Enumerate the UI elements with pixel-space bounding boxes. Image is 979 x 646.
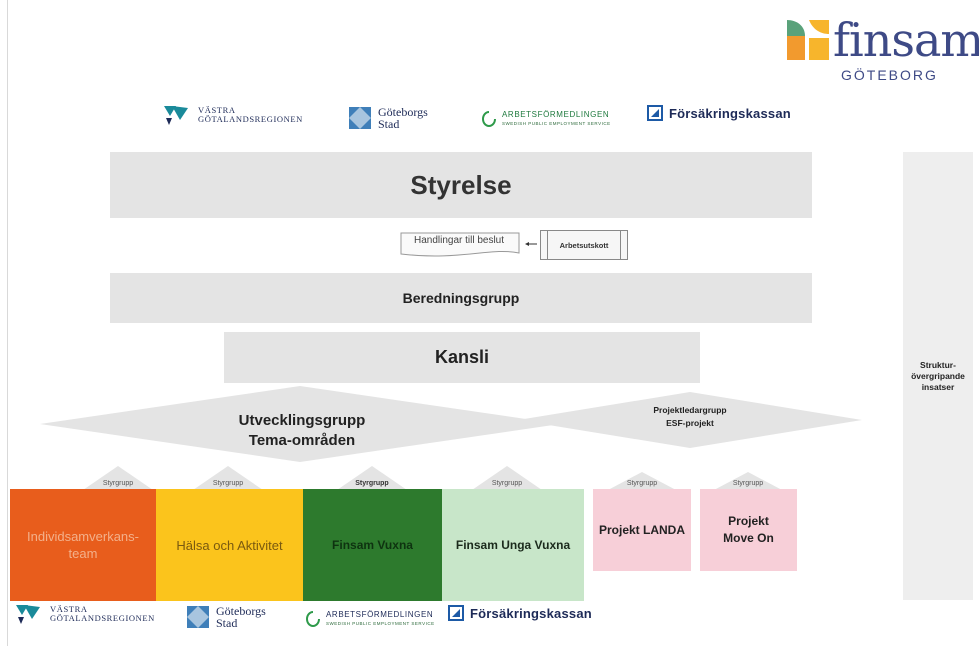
- fk-logo-top: Försäkringskassan: [647, 105, 791, 121]
- af-line1: ARBETSFÖRMEDLINGEN: [326, 610, 434, 619]
- vgr-line2: GÖTALANDSREGIONEN: [50, 613, 155, 623]
- handlingar-doc: Handlingar till beslut: [400, 232, 522, 257]
- styrelse-label: Styrelse: [410, 169, 512, 200]
- styrgrupp-tag-3: Styrgrupp: [355, 480, 389, 487]
- brand-subtitle: GÖTEBORG: [841, 67, 938, 83]
- group-finsam-unga-vuxna: Finsam Unga Vuxna: [442, 489, 584, 601]
- styrgrupp-tag-2: Styrgrupp: [212, 480, 244, 487]
- vgr-line1: VÄSTRA: [50, 604, 88, 614]
- side-line2: övergripande: [911, 370, 965, 381]
- fk-name: Försäkringskassan: [669, 105, 791, 121]
- group-5-line1: Projekt LANDA: [598, 522, 685, 537]
- utvecklingsgrupp-line1: Utvecklingsgrupp: [238, 412, 366, 429]
- utvecklingsgrupp-diamond: [40, 386, 560, 462]
- styrgrupp-tag-5: Styrgrupp: [626, 480, 658, 487]
- triangle-2: [193, 466, 263, 490]
- diamond-shapes: [40, 386, 862, 490]
- triangle-6: [714, 472, 782, 490]
- styrgrupp-tag-6: Styrgrupp: [732, 480, 764, 487]
- arbetsutskott-label: Arbetsutskott: [559, 240, 609, 250]
- goteborg-icon: [349, 107, 371, 129]
- af-line2: SWEDISH PUBLIC EMPLOYMENT SERVICE: [502, 121, 611, 126]
- styrgrupp-tag-1: Styrgrupp: [102, 480, 134, 487]
- goteborg-line2: Stad: [378, 117, 400, 131]
- af-icon: [482, 111, 496, 127]
- vgr-logo-top: VÄSTRA GÖTALANDSREGIONEN: [162, 104, 303, 126]
- handlingar-label: Handlingar till beslut: [413, 235, 505, 246]
- beredningsgrupp-band: Beredningsgrupp: [110, 273, 812, 323]
- fk-name: Försäkringskassan: [470, 605, 592, 621]
- left-rule: [7, 0, 8, 646]
- vgr-line1: VÄSTRA: [198, 105, 236, 115]
- group-1-line2: team: [68, 546, 98, 561]
- group-1-line1: Individsamverkans-: [27, 529, 139, 544]
- af-line2: SWEDISH PUBLIC EMPLOYMENT SERVICE: [326, 621, 435, 626]
- document-shape-icon: [400, 232, 520, 257]
- fk-icon: [448, 605, 464, 621]
- kansli-band: Kansli: [224, 332, 700, 383]
- group-projekt-landa: Projekt LANDA: [593, 489, 691, 571]
- goteborg-logo-bottom: Göteborgs Stad: [186, 605, 266, 629]
- vgr-icon: [16, 605, 40, 624]
- group-individsamverkansteam: Individsamverkans- team: [10, 489, 156, 601]
- vgr-line2: GÖTALANDSREGIONEN: [198, 114, 303, 124]
- utvecklingsgrupp-label: Utvecklingsgrupp Tema-områden: [182, 411, 422, 451]
- vgr-logo-bottom: VÄSTRA GÖTALANDSREGIONEN: [14, 603, 155, 625]
- side-line3: insatser: [921, 381, 955, 392]
- fk-logo-bottom: Försäkringskassan: [448, 605, 592, 621]
- projektledargrupp-label: Projektledargrupp ESF-projekt: [600, 404, 780, 430]
- side-line1: Struktur-: [920, 359, 956, 370]
- finsam-leaf-icon: [787, 20, 829, 60]
- arbetsutskott-box: Arbetsutskott: [540, 230, 628, 260]
- kansli-label: Kansli: [434, 347, 490, 367]
- triangle-1: [83, 466, 153, 490]
- group-finsam-vuxna: Finsam Vuxna: [303, 489, 442, 601]
- goteborg-line1: Göteborgs: [378, 105, 428, 119]
- styrgrupp-tag-4: Styrgrupp: [491, 480, 523, 487]
- triangle-4: [472, 466, 542, 490]
- projektledargrupp-line1: Projektledargrupp: [653, 405, 727, 415]
- group-6-line1: Projekt: [728, 514, 769, 528]
- triangle-5: [608, 472, 676, 490]
- af-icon: [306, 611, 320, 627]
- projektledargrupp-line2: ESF-projekt: [666, 418, 714, 428]
- goteborg-line1: Göteborgs: [216, 604, 266, 618]
- af-logo-bottom: ARBETSFÖRMEDLINGEN SWEDISH PUBLIC EMPLOYM…: [306, 610, 435, 628]
- group-4-line1: Finsam Unga Vuxna: [455, 537, 571, 552]
- goteborg-logo-top: Göteborgs Stad: [348, 106, 428, 130]
- af-logo-top: ARBETSFÖRMEDLINGEN SWEDISH PUBLIC EMPLOYM…: [482, 110, 611, 128]
- group-projekt-move-on: Projekt Move On: [700, 489, 797, 571]
- projektledargrupp-diamond: [518, 392, 862, 448]
- styrelse-band: Styrelse: [110, 152, 812, 218]
- af-line1: ARBETSFÖRMEDLINGEN: [502, 110, 610, 119]
- group-halsa-och-aktivitet: Hälsa och Aktivitet: [156, 489, 303, 601]
- arrow-left-icon: [525, 242, 537, 246]
- goteborg-line2: Stad: [216, 616, 238, 630]
- beredningsgrupp-label: Beredningsgrupp: [402, 290, 520, 306]
- strukturovergripande-column: Struktur- övergripande insatser: [903, 152, 973, 600]
- goteborg-icon: [187, 606, 209, 628]
- utvecklingsgrupp-line2: Tema-områden: [248, 432, 356, 449]
- finsam-logo: finsam GÖTEBORG: [783, 12, 979, 84]
- group-3-line1: Finsam Vuxna: [332, 537, 413, 552]
- triangle-3: [337, 466, 407, 490]
- group-6-line2: Move On: [723, 531, 774, 545]
- group-2-line1: Hälsa och Aktivitet: [176, 537, 283, 553]
- fk-icon: [647, 105, 663, 121]
- brand-name: finsam: [833, 13, 979, 67]
- vgr-icon: [164, 106, 188, 125]
